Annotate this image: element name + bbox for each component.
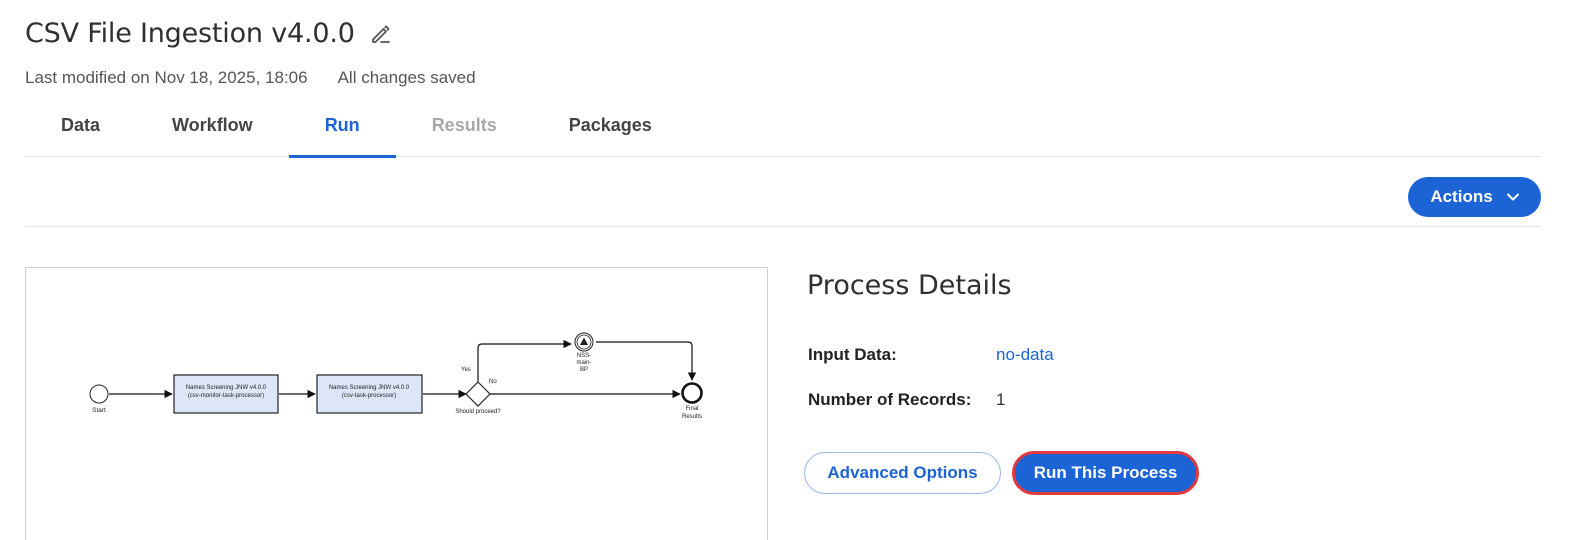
toolbar: Actions	[25, 157, 1541, 227]
signal-label-2: main-	[576, 360, 591, 366]
signal-label-3: BP	[580, 367, 588, 373]
actions-label: Actions	[1430, 187, 1493, 206]
records-row: Number of Records: 1	[808, 390, 1005, 410]
records-label: Number of Records:	[808, 390, 972, 409]
task2-line2: (csv-task-processor)	[342, 393, 396, 399]
actions-button[interactable]: Actions	[1408, 177, 1541, 217]
flow-connectors	[109, 339, 697, 399]
meta-row: Last modified on Nov 18, 2025, 18:06 All…	[25, 68, 476, 88]
title-row: CSV File Ingestion v4.0.0	[25, 18, 393, 49]
start-event[interactable]	[89, 384, 109, 404]
tab-workflow[interactable]: Workflow	[172, 115, 253, 135]
page-title: CSV File Ingestion v4.0.0	[25, 18, 355, 49]
task-monitor-processor[interactable]	[173, 374, 279, 414]
signal-triangle-icon	[580, 337, 588, 345]
tab-packages[interactable]: Packages	[568, 115, 652, 135]
gateway-label: Should proceed?	[455, 409, 501, 415]
start-label: Start	[92, 407, 106, 414]
process-details-panel: Process Details	[807, 270, 1012, 301]
end-event[interactable]	[681, 382, 703, 404]
tab-run[interactable]: Run	[288, 100, 396, 158]
task-csv-processor[interactable]	[316, 374, 423, 414]
tab-data[interactable]: Data	[61, 115, 101, 135]
task1-line1: Names Screening JNW v4.0.0	[186, 385, 267, 391]
save-status-text: All changes saved	[337, 68, 476, 87]
no-label: No	[489, 379, 497, 385]
last-modified-text: Last modified on Nov 18, 2025, 18:06	[25, 68, 308, 87]
input-data-row: Input Data: no-data	[808, 345, 1054, 365]
workflow-diagram[interactable]: Start Names Screening JNW v4.0.0 (csv-mo…	[25, 267, 768, 540]
decision-gateway[interactable]	[465, 381, 491, 407]
yes-label: Yes	[461, 367, 471, 373]
tab-results: Results	[431, 115, 497, 135]
records-value: 1	[996, 390, 1006, 409]
task1-line2: (csv-monitor-task-processor)	[188, 393, 264, 399]
input-data-label: Input Data:	[808, 345, 897, 364]
edit-pencil-icon[interactable]	[369, 22, 393, 46]
task2-line1: Names Screening JNW v4.0.0	[329, 385, 410, 391]
process-details-title: Process Details	[807, 270, 1012, 301]
run-process-button[interactable]: Run This Process	[1012, 451, 1199, 495]
signal-label-1: NSS-	[577, 353, 591, 359]
end-label-1: Final	[685, 406, 698, 412]
end-label-2: Results	[682, 414, 702, 420]
chevron-down-icon	[1506, 193, 1519, 201]
tab-bar: Data Workflow Run Results Packages	[25, 100, 1541, 158]
advanced-options-button[interactable]: Advanced Options	[804, 452, 1001, 494]
input-data-link[interactable]: no-data	[996, 345, 1054, 364]
signal-event[interactable]	[574, 332, 594, 352]
